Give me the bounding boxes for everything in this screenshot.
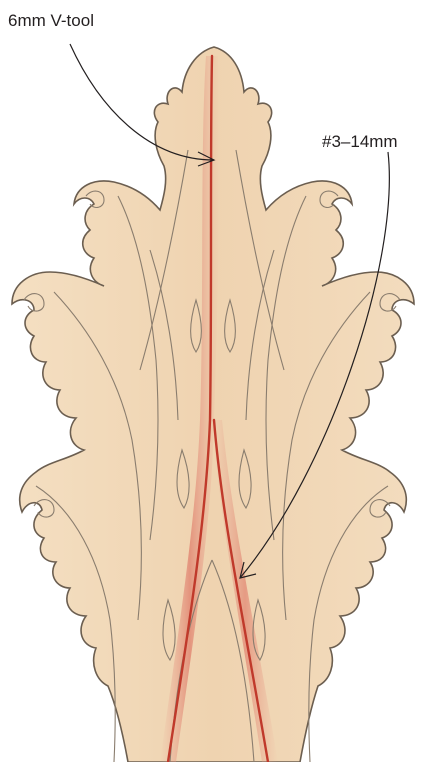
vtool-callout-label: 6mm V-tool [8,12,94,29]
gouge-callout-label: #3–14mm [322,133,398,150]
